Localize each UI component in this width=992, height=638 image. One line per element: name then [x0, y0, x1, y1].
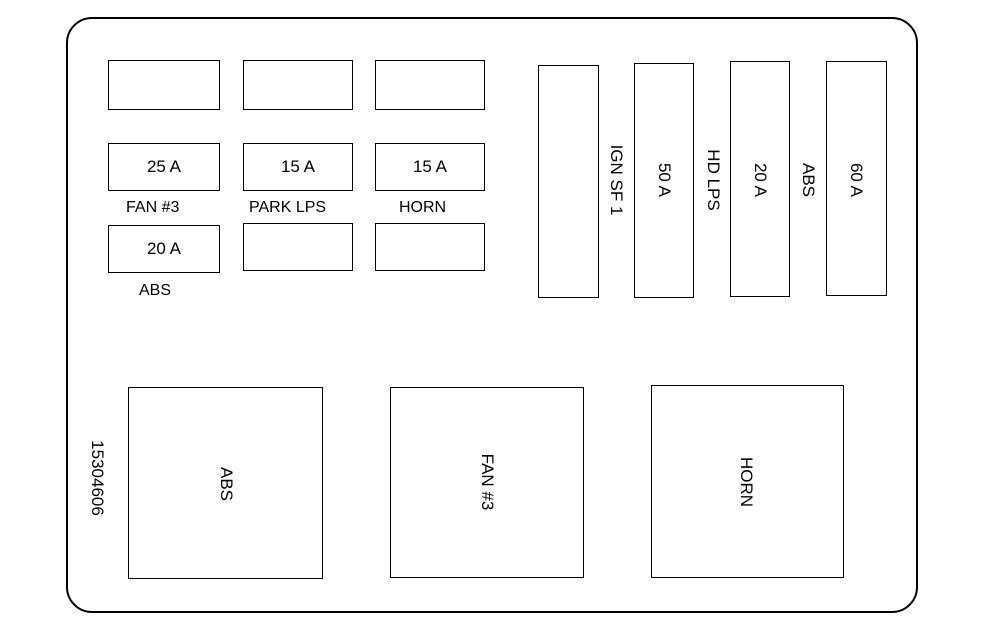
maxi-fuse-abs [730, 61, 790, 297]
empty-fuse-slot [243, 60, 353, 110]
maxi-fuse-abs-label: ABS [799, 162, 818, 198]
fuse-horn-label: HORN [399, 199, 447, 216]
relay-horn [651, 385, 844, 578]
fuse-horn-rating: 15 A [412, 157, 448, 176]
fuse-fan3: 25 A [108, 143, 220, 191]
maxi-fuse-spare [826, 61, 887, 296]
maxi-fuse-hd-lps-rating: 50 A [655, 162, 674, 198]
relay-fan3-label: FAN #3 [478, 453, 497, 511]
fuse-abs: 20 A [108, 225, 220, 273]
maxi-fuse-ign-sf1-label: IGN SF 1 [607, 144, 626, 216]
fuse-fan3-label: FAN #3 [126, 199, 180, 216]
empty-fuse-slot [108, 60, 220, 110]
part-number: 15304606 [88, 440, 107, 516]
maxi-fuse-hd-lps-label: HD LPS [704, 149, 723, 211]
relay-abs-label: ABS [217, 466, 236, 502]
maxi-fuse-hd-lps [634, 63, 694, 298]
fuse-abs-rating: 20 A [146, 239, 182, 258]
maxi-fuse-abs-rating: 20 A [751, 162, 770, 198]
fuse-park-lps-label: PARK LPS [249, 199, 327, 216]
empty-fuse-slot [375, 60, 485, 110]
relay-abs [128, 387, 323, 579]
empty-fuse-slot [243, 223, 353, 271]
relay-horn-label: HORN [737, 456, 756, 508]
fuse-park-lps-rating: 15 A [280, 157, 316, 176]
empty-fuse-slot [375, 223, 485, 271]
fuse-fan3-rating: 25 A [146, 157, 182, 176]
fuse-horn: 15 A [375, 143, 485, 191]
maxi-fuse-ign-sf1 [538, 65, 599, 298]
fuse-abs-label: ABS [139, 282, 172, 299]
fuse-block-panel [66, 17, 918, 613]
fuse-park-lps: 15 A [243, 143, 353, 191]
maxi-fuse-spare-rating: 60 A [847, 162, 866, 198]
relay-fan3 [390, 387, 584, 578]
